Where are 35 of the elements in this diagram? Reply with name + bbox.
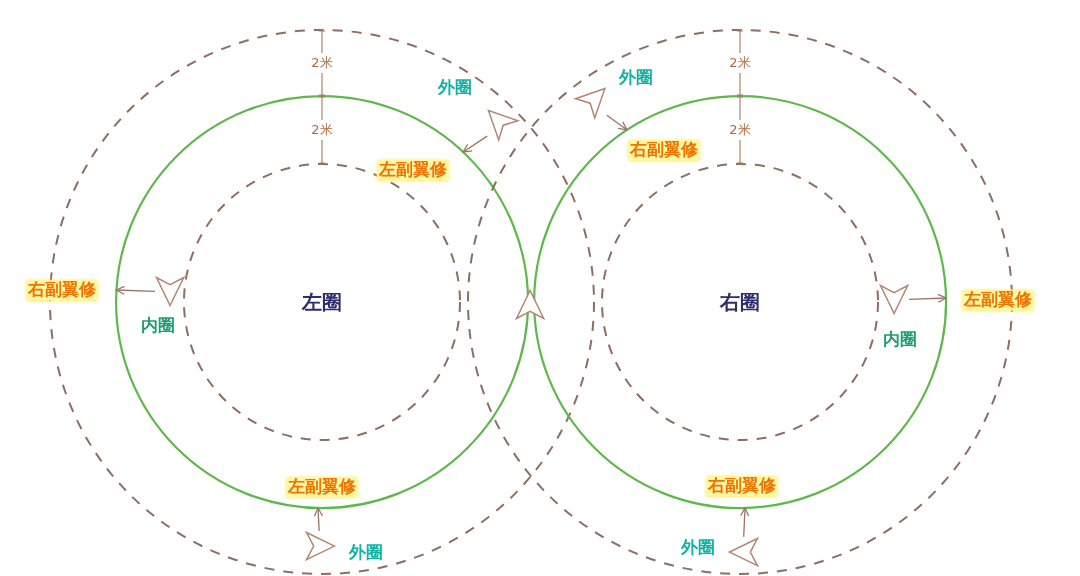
edge-label: 左副翼修: [286, 477, 358, 497]
position-label: 外圈: [438, 78, 472, 98]
arrow: [462, 135, 488, 153]
airplane-icon: [727, 536, 759, 568]
edge-label: 右副翼修: [26, 280, 98, 300]
airplane-icon: [878, 284, 910, 316]
edge-label: 右副翼修: [706, 476, 778, 496]
inner-path-circle: [183, 163, 461, 441]
position-label: 外圈: [619, 68, 653, 88]
position-label: 外圈: [349, 543, 383, 563]
airplane-icon: [574, 87, 607, 120]
dimension-label: 2米: [729, 122, 751, 138]
position-label: 外圈: [681, 538, 715, 558]
flight-path-circle: [114, 94, 530, 510]
dimension-label: 2米: [729, 55, 751, 71]
edge-label: 左副翼修: [377, 160, 449, 180]
arrow: [908, 293, 947, 303]
airplane-icon: [154, 276, 186, 308]
flight-path-circle: [532, 94, 948, 510]
arrow: [606, 114, 628, 131]
circle-label: 左圈: [302, 290, 342, 314]
arrow: [115, 285, 156, 295]
airplane-icon: [304, 530, 336, 562]
edge-label: 左副翼修: [962, 290, 1034, 310]
arrow: [740, 507, 750, 538]
inner-path-circle: [601, 163, 879, 441]
arrow: [313, 507, 324, 532]
dimension-label: 2米: [311, 122, 333, 138]
airplane-icon: [514, 288, 546, 320]
airplane-icon: [487, 109, 520, 142]
position-label: 内圈: [141, 316, 175, 336]
circle-label: 右圈: [720, 290, 760, 314]
dimension-label: 2米: [311, 55, 333, 71]
position-label: 内圈: [883, 330, 917, 350]
edge-label: 右副翼修: [628, 140, 700, 160]
